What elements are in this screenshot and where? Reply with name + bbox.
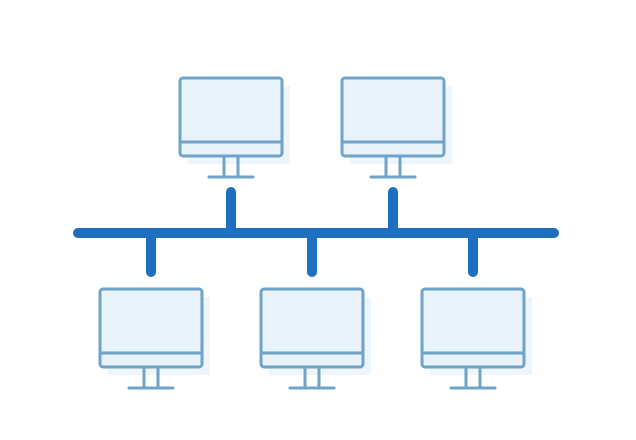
monitor-icon <box>340 76 452 179</box>
monitor-icon <box>98 287 210 390</box>
monitor-icon <box>259 287 371 390</box>
monitor-screen <box>420 287 526 369</box>
monitor-icon <box>420 287 532 390</box>
monitor-screen <box>340 76 446 158</box>
computer-nodes <box>98 76 532 390</box>
monitor-icon <box>178 76 290 179</box>
monitor-screen <box>98 287 204 369</box>
bus-connectors <box>146 187 478 277</box>
monitor-screen <box>259 287 365 369</box>
monitor-screen <box>178 76 284 158</box>
